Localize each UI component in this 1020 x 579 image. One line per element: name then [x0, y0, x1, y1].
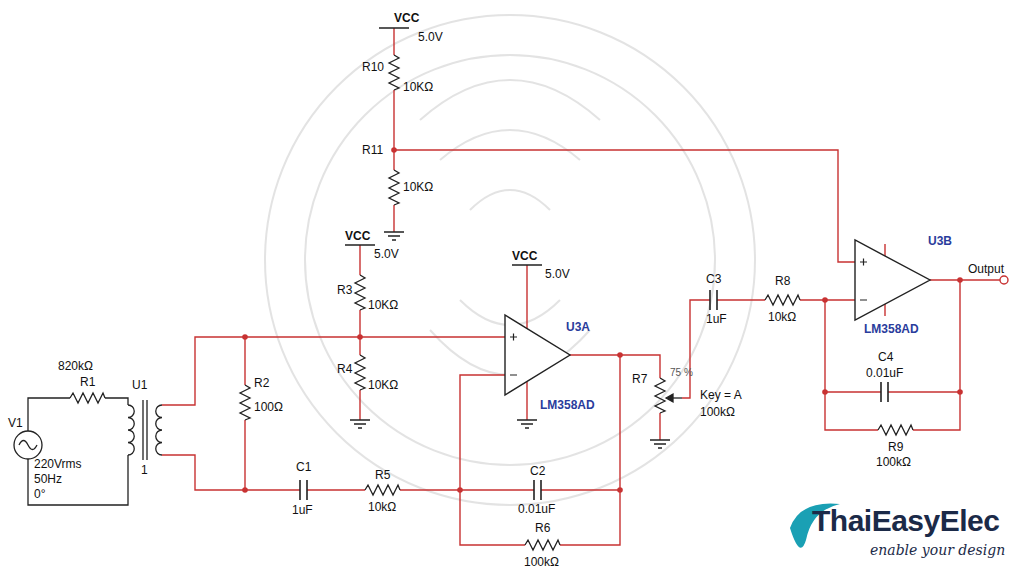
opamp-input-sign [510, 259, 867, 376]
output-terminal [1000, 276, 1008, 284]
part-name: R8 [775, 274, 790, 288]
junction-dot [242, 147, 963, 493]
terminal-label: Output [968, 262, 1004, 276]
source-loop [14, 393, 128, 505]
part-name: U1 [132, 378, 147, 392]
source-value: 220Vrms [34, 457, 82, 471]
part-name: U3B [928, 234, 952, 248]
turns-ratio: 1 [141, 463, 148, 477]
voltage-value: 5.0V [545, 267, 570, 281]
opamp-symbol [505, 240, 930, 395]
part-name: R5 [375, 468, 390, 482]
wire [162, 28, 1000, 545]
capacitor-symbol [300, 290, 888, 500]
part-name: C2 [530, 464, 545, 478]
voltage-value: 5.0V [418, 30, 443, 44]
part-name: R7 [632, 372, 647, 386]
part-name: R4 [337, 362, 352, 376]
part-value: 10KΩ [403, 180, 433, 194]
part-name: R9 [888, 440, 903, 454]
supply-ground-symbol [345, 28, 670, 448]
part-value: 1uF [706, 312, 727, 326]
part-name: R11 [362, 143, 383, 157]
part-value: 820kΩ [58, 359, 93, 373]
part-name: V1 [8, 416, 23, 430]
wiper-setting: 75 % [670, 366, 693, 380]
part-value: 100kΩ [700, 405, 735, 419]
transformer-symbol [128, 400, 162, 460]
part-name: U3A [566, 320, 590, 334]
brand-name: ThaiEasyElec [812, 504, 999, 538]
part-name: R6 [535, 521, 550, 535]
part-name: R3 [337, 283, 352, 297]
part-value: 100kΩ [524, 555, 559, 569]
watermark-seal [265, 15, 755, 505]
part-name: C1 [296, 460, 311, 474]
part-number: LM358AD [540, 398, 595, 412]
part-name: C4 [878, 350, 893, 364]
supply-label: VCC [394, 11, 419, 25]
part-name: R1 [80, 375, 95, 389]
part-name: C3 [706, 272, 721, 286]
part-value: 10kΩ [768, 310, 796, 324]
part-value: 100kΩ [876, 455, 911, 469]
part-value: 10kΩ [368, 500, 396, 514]
part-value: 0.01uF [518, 502, 555, 516]
control-key: Key = A [700, 388, 742, 402]
brand-tagline: enable your design [870, 542, 1005, 558]
voltage-value: 5.0V [374, 247, 399, 261]
part-value: 100Ω [254, 400, 283, 414]
source-value: 0° [34, 487, 45, 501]
part-value: 10KΩ [368, 378, 398, 392]
resistor-symbol [240, 55, 913, 550]
part-number: LM358AD [864, 322, 919, 336]
part-name: R2 [254, 376, 269, 390]
supply-label: VCC [345, 229, 370, 243]
supply-label: VCC [512, 249, 537, 263]
part-value: 10KΩ [403, 80, 433, 94]
source-value: 50Hz [34, 472, 62, 486]
part-value: 1uF [292, 503, 313, 517]
part-value: 0.01uF [866, 366, 903, 380]
part-name: R10 [362, 60, 384, 74]
part-value: 10KΩ [368, 298, 398, 312]
potentiometer-wiper [666, 394, 682, 402]
